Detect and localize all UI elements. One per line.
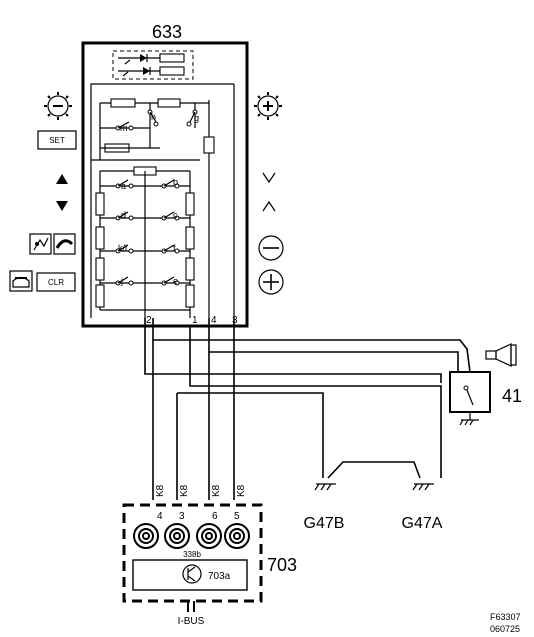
- chevron-down-icon: [262, 172, 276, 184]
- horn-41-label: 41: [502, 386, 522, 406]
- switch-j-label: j: [120, 276, 123, 286]
- phone-handset-icon: [53, 233, 76, 255]
- switch-labels: m h g a b d c k/l f j e: [118, 112, 199, 286]
- component-633-box: [81, 41, 249, 328]
- minus-circle-icon: [258, 235, 284, 261]
- pin-633-4: 4: [211, 315, 217, 326]
- switch-e-label: e: [173, 276, 178, 286]
- switch-b-label: b: [173, 177, 178, 187]
- set-button[interactable]: SET: [37, 130, 77, 150]
- telephone-icon: [9, 270, 33, 292]
- wire-k8-2: K8: [179, 484, 190, 497]
- wire-k8-4: K8: [236, 484, 247, 497]
- clr-button-label: CLR: [48, 278, 64, 287]
- ground-g47b-icon: [314, 483, 336, 491]
- wire-k8-3: K8: [211, 484, 222, 497]
- pin-703-5: 5: [234, 511, 240, 522]
- connector-703-label: 338b: [183, 550, 201, 559]
- inner-circuit-633: [90, 83, 235, 318]
- component-703-label: 703: [267, 555, 297, 575]
- pin-633-2: 2: [146, 315, 152, 326]
- switch-g-label: g: [194, 113, 199, 123]
- pin-703-6: 6: [212, 511, 218, 522]
- down-arrow-icon: [56, 201, 68, 211]
- g47a-label: G47A: [402, 515, 443, 532]
- minus-gear-icon: [44, 92, 72, 120]
- pin-633-3: 3: [232, 315, 238, 326]
- switch-c-label: c: [173, 210, 178, 220]
- phone-speaker-icon: [29, 233, 52, 255]
- g47b-label: G47B: [304, 515, 345, 532]
- figure-date: 060725: [490, 624, 520, 634]
- switch-h-label: h: [151, 112, 156, 122]
- switch-kl-label: k/l: [118, 243, 127, 253]
- ground-g47a-icon: [412, 483, 434, 491]
- switch-f-label: f: [173, 243, 176, 253]
- component-633-label: 633: [152, 22, 182, 42]
- up-arrow-icon: [56, 174, 68, 184]
- pin-703-3: 3: [179, 511, 185, 522]
- figure-code: F63307: [490, 612, 521, 622]
- switch-d-label: d: [121, 210, 126, 220]
- pin-633-1: 1: [192, 315, 198, 326]
- switch-m-label: m: [120, 123, 128, 133]
- external-wiring: [144, 318, 471, 500]
- horn-41: [449, 371, 491, 426]
- clr-button[interactable]: CLR: [36, 272, 76, 292]
- component-703a-label: 703a: [208, 571, 231, 582]
- switch-a-label: a: [121, 181, 126, 191]
- led-section: [112, 50, 194, 80]
- plus-circle-icon: [258, 269, 284, 295]
- component-703: K8 K8 K8 K8 4 3 6 5 338b 703a: [122, 484, 263, 612]
- wire-k8-1: K8: [155, 484, 166, 497]
- set-button-label: SET: [49, 136, 65, 145]
- horn-icon: [485, 343, 517, 367]
- plus-gear-icon: [254, 92, 282, 120]
- pins-633: 2 1 4 3: [146, 315, 238, 326]
- chevron-up-icon: [262, 200, 276, 212]
- pin-703-4: 4: [157, 511, 163, 522]
- ibus-label: I-BUS: [178, 616, 205, 627]
